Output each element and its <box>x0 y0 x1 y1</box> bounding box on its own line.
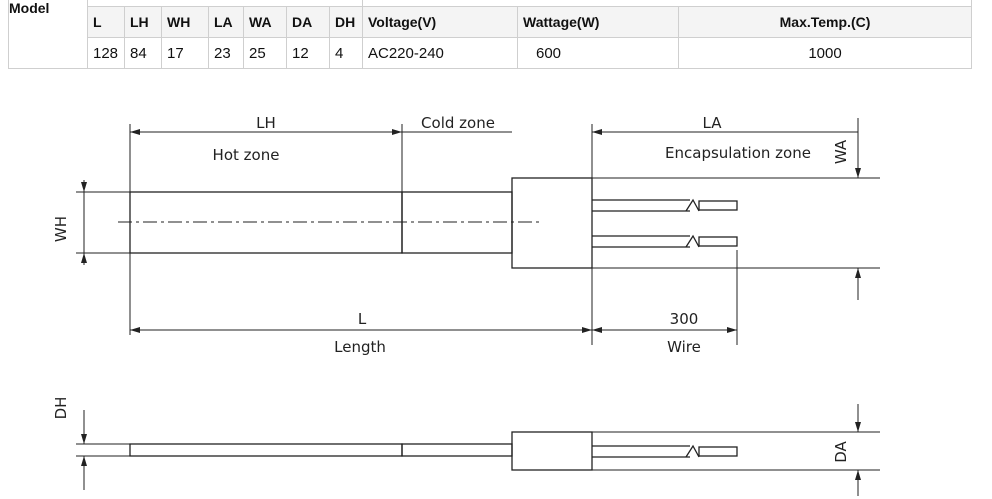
cell-wa: 25 <box>243 37 287 69</box>
cell-max-temp: 1000 <box>678 37 972 69</box>
wa-label: WA <box>832 139 850 164</box>
side-encapsulation-block <box>511 431 593 471</box>
cell-l: 128 <box>87 37 125 69</box>
col-header-la: LA <box>208 6 244 38</box>
hot-zone-label: Hot zone <box>213 146 280 164</box>
col-header-max-temp: Max.Temp.(C) <box>678 6 972 38</box>
col-header-lh: LH <box>124 6 162 38</box>
value-row: 128 84 17 23 25 12 4 AC220-240 600 1000 <box>9 37 972 69</box>
top-wires <box>592 198 738 248</box>
col-header-wattage: Wattage(W) <box>517 6 679 38</box>
side-cold-zone <box>401 443 513 457</box>
la-label: LA <box>703 114 723 132</box>
encapsulation-block <box>511 177 593 269</box>
cold-zone-label: Cold zone <box>421 114 495 132</box>
col-header-voltage: Voltage(V) <box>362 6 518 38</box>
model-label: Model <box>9 0 50 16</box>
spec-table: Model L LH WH LA WA DA DH Voltage(V) Wat… <box>8 0 972 69</box>
cell-la: 23 <box>208 37 244 69</box>
da-label: DA <box>832 440 850 462</box>
wire-length-label: 300 <box>670 310 699 328</box>
col-header-da: DA <box>286 6 330 38</box>
cell-lh: 84 <box>124 37 162 69</box>
col-header-wh: WH <box>161 6 209 38</box>
header-row: L LH WH LA WA DA DH Voltage(V) Wattage(W… <box>8 6 972 38</box>
top-view: LH Hot zone Cold zone LA Encapsulation z… <box>52 114 880 356</box>
encapsulation-zone-label: Encapsulation zone <box>665 144 811 162</box>
l-label: L <box>358 310 367 328</box>
dh-label: DH <box>52 397 70 420</box>
side-hot-zone <box>129 443 403 457</box>
wh-label: WH <box>52 216 70 242</box>
side-view: DH DA <box>52 397 880 496</box>
wire-label: Wire <box>667 338 701 356</box>
length-label: Length <box>334 338 386 356</box>
lh-label: LH <box>256 114 276 132</box>
model-header: Model <box>8 0 88 69</box>
cell-wattage: 600 <box>517 37 679 69</box>
cell-voltage: AC220-240 <box>362 37 518 69</box>
cell-da: 12 <box>286 37 330 69</box>
cell-wh: 17 <box>161 37 209 69</box>
